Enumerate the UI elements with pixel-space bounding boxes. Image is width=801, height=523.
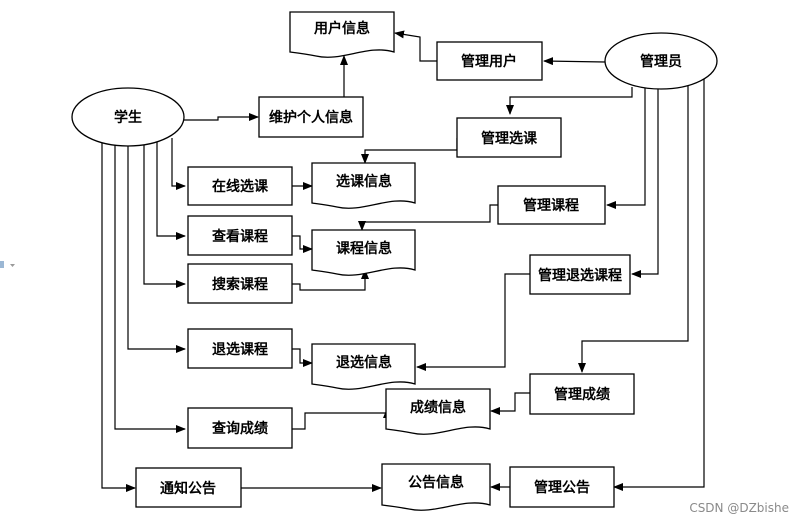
process-manage-withdraw-label: 管理退选课程 xyxy=(538,267,622,284)
process-maintain-info: 维护个人信息 xyxy=(258,96,364,138)
process-view-courses: 查看课程 xyxy=(187,215,293,256)
process-online-select: 在线选课 xyxy=(187,166,293,206)
process-manage-notice-label: 管理公告 xyxy=(534,479,590,496)
process-manage-selection-label: 管理选课 xyxy=(481,130,538,147)
store-notice-info-label: 公告信息 xyxy=(408,474,464,491)
edge-student-searchcourses xyxy=(143,144,186,288)
process-search-courses: 搜索课程 xyxy=(187,263,293,304)
process-online-select-label: 在线选课 xyxy=(212,178,269,195)
edge-student-viewcourses xyxy=(156,142,186,240)
edge-managegrades-gradeinfo xyxy=(490,392,530,415)
edge-student-maintain xyxy=(183,113,259,121)
edge-student-querygrades xyxy=(114,143,186,433)
store-selection-info: 选课信息 xyxy=(311,162,416,209)
actor-student-label: 学生 xyxy=(114,109,142,126)
store-user-info: 用户信息 xyxy=(289,11,395,58)
store-withdraw-info: 退选信息 xyxy=(311,343,416,390)
edge-managewithdraw-withdrawinfo xyxy=(416,273,530,371)
process-notify: 通知公告 xyxy=(135,467,242,508)
edge-admin-manageselection xyxy=(506,87,633,115)
process-notify-label: 通知公告 xyxy=(160,480,216,497)
edge-admin-managewithdraw xyxy=(631,87,659,278)
process-manage-users: 管理用户 xyxy=(436,41,543,81)
process-manage-notice: 管理公告 xyxy=(509,466,615,508)
store-grade-info: 成绩信息 xyxy=(385,388,491,435)
edge-viewcourses-courseinfo xyxy=(292,235,313,253)
process-manage-withdraw: 管理退选课程 xyxy=(529,254,631,295)
store-course-info-label: 课程信息 xyxy=(336,240,392,257)
store-notice-info: 公告信息 xyxy=(381,463,491,511)
process-manage-courses-label: 管理课程 xyxy=(523,197,579,214)
process-withdraw-course-label: 退选课程 xyxy=(212,341,268,358)
edge-manageselection-selinfo xyxy=(361,138,458,164)
margin-glyph-icon xyxy=(0,261,15,268)
process-maintain-info-label: 维护个人信息 xyxy=(269,109,353,126)
edge-student-withdrawcourse xyxy=(127,145,186,353)
process-manage-selection: 管理选课 xyxy=(456,117,562,158)
actor-admin: 管理员 xyxy=(604,32,718,90)
edge-admin-managenotice xyxy=(613,78,705,491)
process-manage-users-label: 管理用户 xyxy=(461,53,517,70)
edge-managecourses-courseinfo xyxy=(358,204,498,231)
watermark: CSDN @DZbishe xyxy=(689,501,789,515)
process-search-courses-label: 搜索课程 xyxy=(212,276,268,293)
actor-student: 学生 xyxy=(71,87,185,147)
edge-withdrawcourse-withdrawinfo xyxy=(292,348,313,367)
edge-student-onlineselect xyxy=(171,138,186,190)
process-query-grades-label: 查询成绩 xyxy=(212,420,268,437)
store-user-info-label: 用户信息 xyxy=(314,20,370,37)
edge-querygrades-gradeinfo xyxy=(292,408,391,430)
process-view-courses-label: 查看课程 xyxy=(212,228,268,245)
actor-admin-label: 管理员 xyxy=(640,53,682,70)
edge-manageusers-userinfo xyxy=(394,30,437,62)
process-withdraw-course: 退选课程 xyxy=(187,328,293,369)
edge-admin-manageusers xyxy=(543,57,606,66)
store-selection-info-label: 选课信息 xyxy=(336,173,392,190)
process-manage-courses: 管理课程 xyxy=(497,185,606,225)
store-withdraw-info-label: 退选信息 xyxy=(336,354,392,371)
store-course-info: 课程信息 xyxy=(311,229,416,276)
process-query-grades: 查询成绩 xyxy=(187,407,293,449)
store-grade-info-label: 成绩信息 xyxy=(410,399,466,416)
process-manage-grades-label: 管理成绩 xyxy=(554,386,610,403)
edge-admin-managegrades xyxy=(578,84,689,373)
edge-admin-managecourses xyxy=(606,88,646,209)
process-manage-grades: 管理成绩 xyxy=(529,373,635,415)
edge-student-notify xyxy=(101,140,136,492)
edge-searchcourses-courseinfo xyxy=(292,269,369,291)
